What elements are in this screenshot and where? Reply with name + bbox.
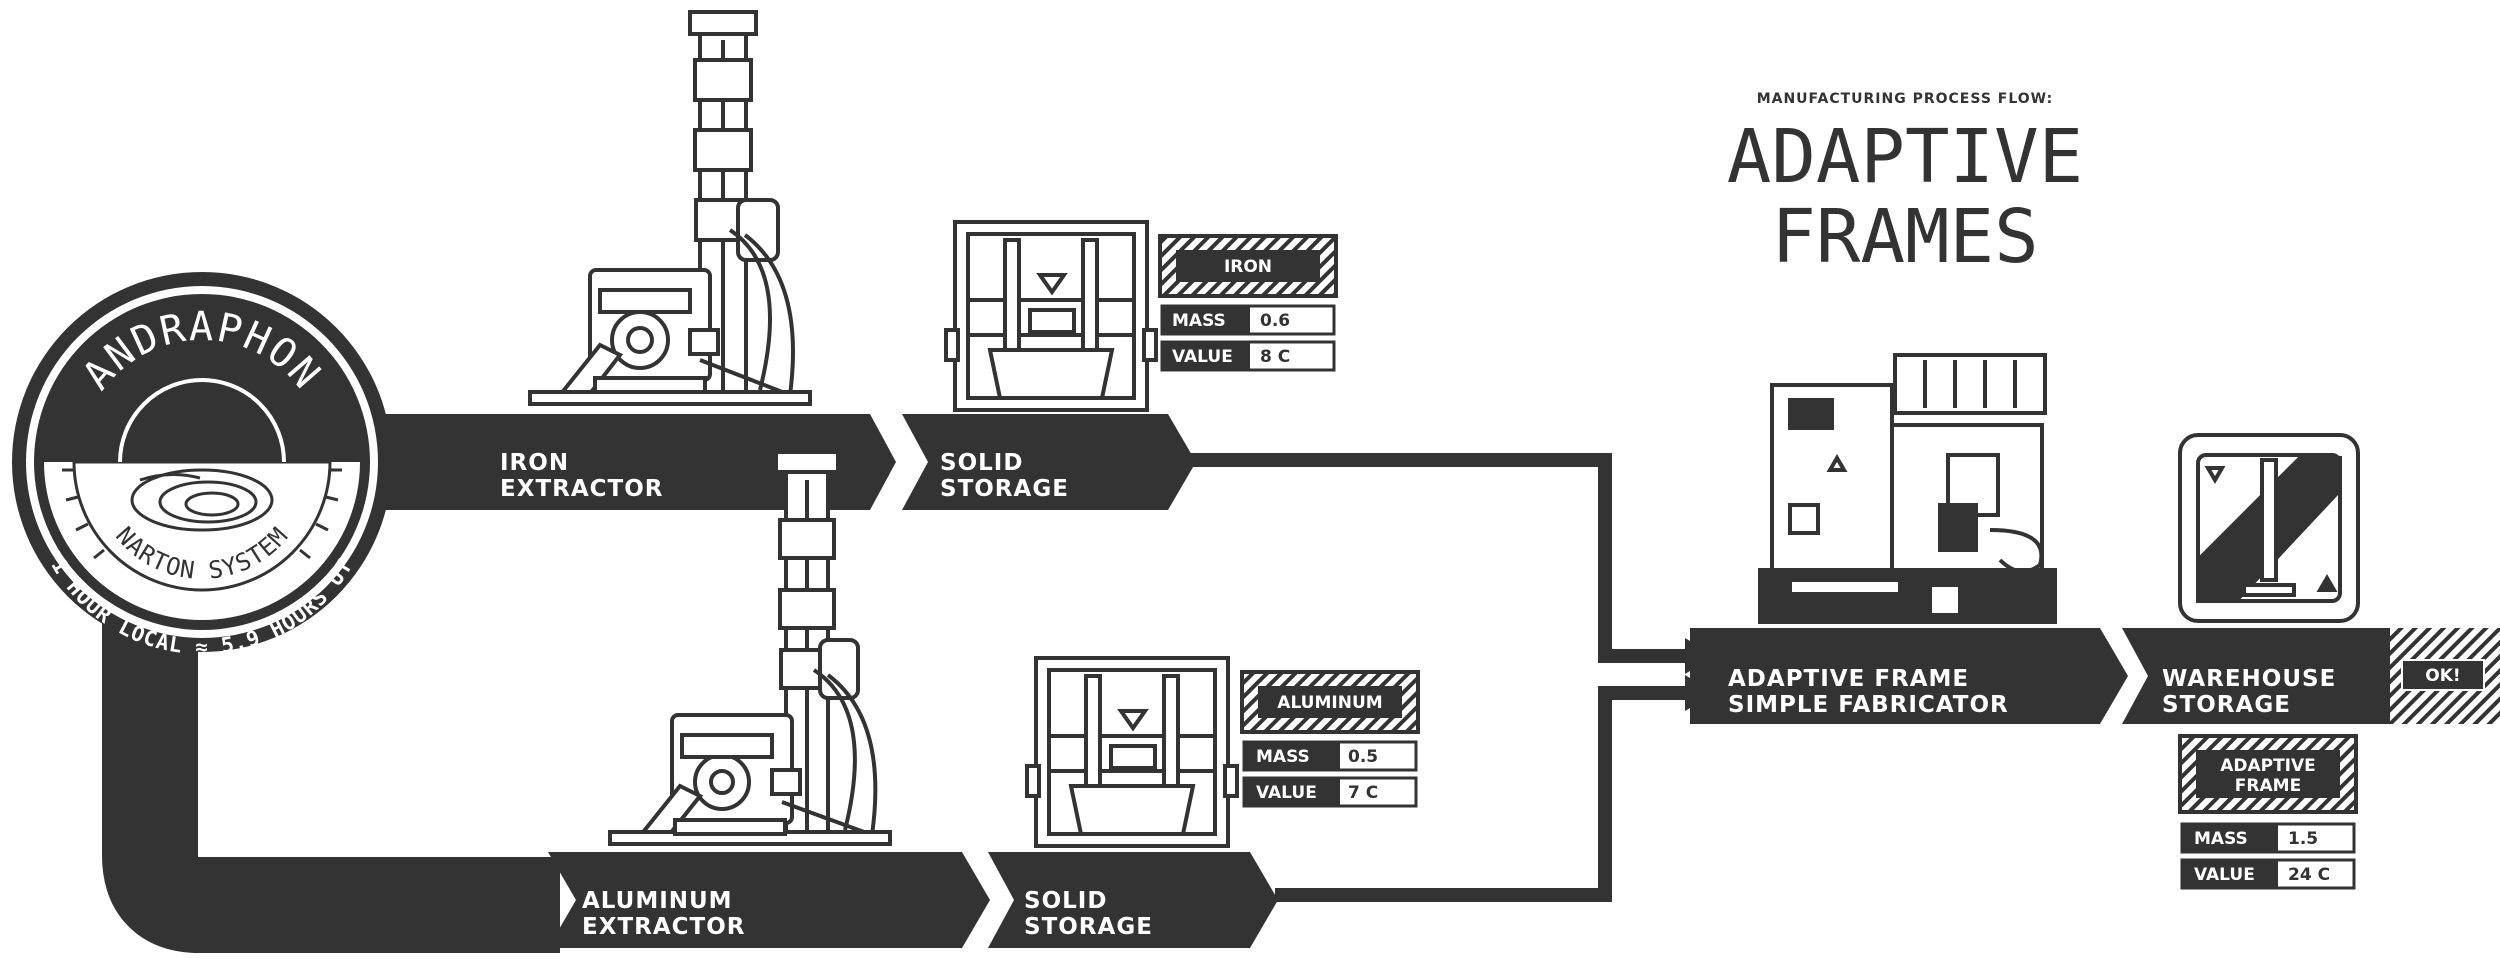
planet-surface-icon (130, 468, 274, 532)
iron-resource-name: IRON (1224, 257, 1272, 277)
iron-value-label: VALUE (1172, 347, 1233, 367)
frame-resource-name-1: ADAPTIVE (2220, 756, 2316, 776)
seal-ticks (62, 468, 342, 560)
aluminum-value-value: 7 C (1348, 783, 1378, 803)
stage-iron-solid-storage: SOLID STORAGE (902, 414, 1196, 510)
adaptive-frame-resource-card: ADAPTIVE FRAME MASS 1.5 VALUE 24 C (2178, 734, 2358, 890)
page-title-line-1: ADAPTIVE (1727, 114, 2083, 200)
frame-mass-value: 1.5 (2288, 829, 2318, 849)
page-title-line-2: FRAMES (1771, 194, 2038, 280)
frame-resource-name-2: FRAME (2235, 776, 2301, 796)
iron-value-value: 8 C (1260, 347, 1290, 367)
iron-storage-crate-illustration (944, 220, 1158, 412)
iron-mass-label: MASS (1172, 311, 1226, 331)
ok-badge (2401, 659, 2485, 691)
aluminum-storage-label-1: SOLID (1024, 888, 1107, 914)
iron-extractor-label-1: IRON (500, 450, 569, 476)
aluminum-value-label: VALUE (1256, 783, 1317, 803)
warehouse-label-2: STORAGE (2162, 692, 2291, 718)
aluminum-mass-label: MASS (1256, 747, 1310, 767)
aluminum-resource-card: ALUMINUM MASS 0.5 VALUE 7 C (1240, 670, 1420, 808)
ok-badge-label: OK! (2425, 666, 2460, 686)
page-subtitle: MANUFACTURING PROCESS FLOW: (1757, 91, 2054, 107)
frame-value-label: VALUE (2194, 865, 2255, 885)
flow-connectors (102, 414, 1715, 953)
fabricator-illustration (1758, 353, 2057, 624)
stage-fabricator: ADAPTIVE FRAME SIMPLE FABRICATOR (1690, 628, 2128, 724)
aluminum-to-fabricator-line (1275, 686, 1688, 902)
frame-value-value: 24 C (2288, 865, 2330, 885)
stage-aluminum-extractor: ALUMINUM EXTRACTOR (548, 852, 990, 948)
iron-extractor-label-2: EXTRACTOR (500, 476, 663, 502)
aluminum-extractor-label-2: EXTRACTOR (582, 914, 745, 940)
iron-extractor-illustration (528, 10, 812, 406)
iron-storage-label-1: SOLID (940, 450, 1023, 476)
stage-warehouse: OK! WAREHOUSE STORAGE (2122, 628, 2500, 724)
iron-mass-value: 0.6 (1260, 311, 1290, 331)
fabricator-label-1: ADAPTIVE FRAME (1728, 666, 1969, 692)
aluminum-storage-label-2: STORAGE (1024, 914, 1153, 940)
aluminum-extractor-illustration (608, 450, 892, 846)
seal-to-aluminum-pipe (102, 590, 560, 953)
aluminum-mass-value: 0.5 (1348, 747, 1378, 767)
fabricator-label-2: SIMPLE FABRICATOR (1728, 692, 2009, 718)
warehouse-container-illustration (2178, 433, 2360, 623)
iron-resource-card: IRON MASS 0.6 VALUE 8 C (1158, 234, 1338, 372)
iron-storage-label-2: STORAGE (940, 476, 1069, 502)
iron-to-fabricator-line (1190, 453, 1688, 663)
frame-mass-label: MASS (2194, 829, 2248, 849)
aluminum-extractor-label-1: ALUMINUM (582, 888, 733, 914)
aluminum-storage-crate-illustration (1025, 656, 1239, 848)
aluminum-resource-name: ALUMINUM (1277, 693, 1382, 713)
stage-aluminum-solid-storage: SOLID STORAGE (988, 852, 1278, 948)
planet-seal: ANDRAPHON NARTON SYSTEM 1 HOUR LOCAL ≈ 5… (12, 272, 392, 659)
warehouse-label-1: WAREHOUSE (2162, 666, 2336, 692)
title-block: MANUFACTURING PROCESS FLOW: ADAPTIVE FRA… (1727, 91, 2083, 280)
